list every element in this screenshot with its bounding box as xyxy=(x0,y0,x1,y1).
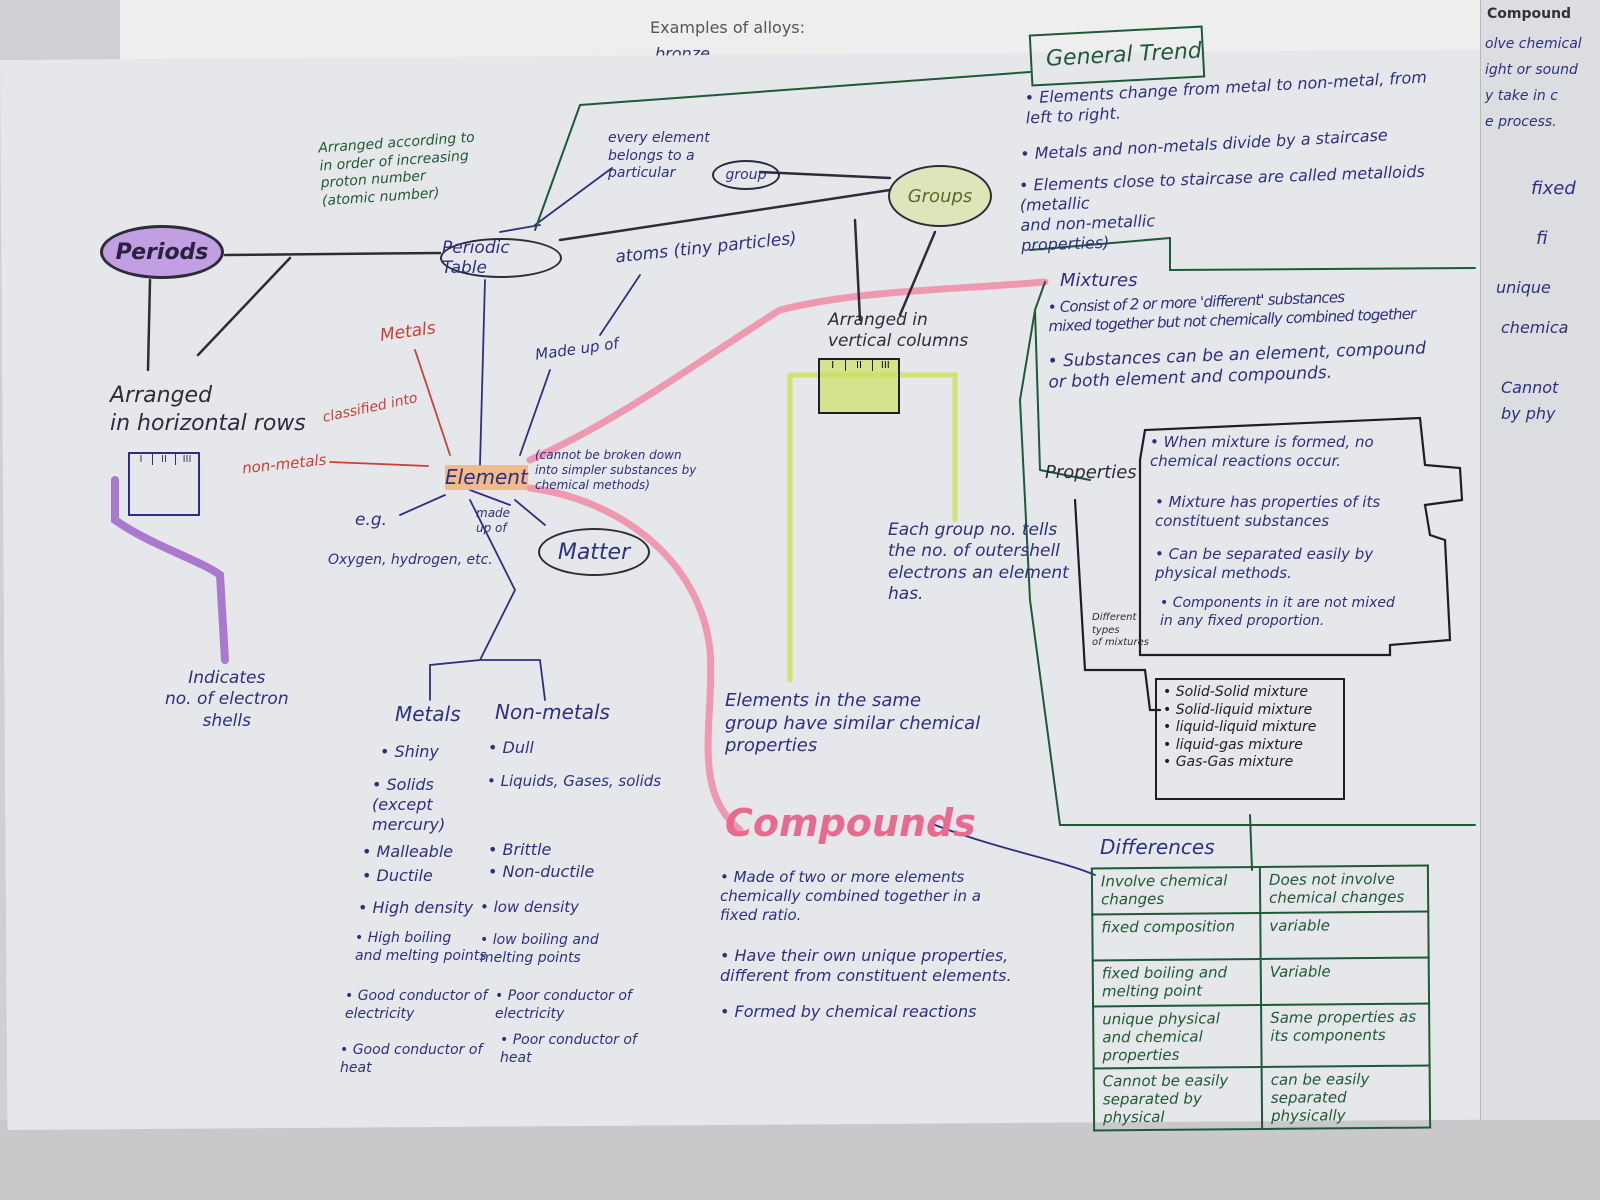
mixture-type: • Gas-Gas mixture xyxy=(1163,754,1294,770)
non-metal-property: • Poor conductor of electricity xyxy=(495,988,632,1022)
metal-property: • High density xyxy=(358,898,474,917)
table-cell: fixed boiling and melting point xyxy=(1092,959,1262,1007)
right-sheet-line: olve chemical xyxy=(1485,36,1582,52)
trend-point: • Elements close to staircase are called… xyxy=(1018,161,1426,255)
node-mixtures[interactable]: Mixtures xyxy=(1060,270,1138,291)
right-sheet-line: y take in c xyxy=(1485,88,1558,104)
compound-point: • Formed by chemical reactions xyxy=(720,1002,977,1021)
label-differences: Differences xyxy=(1100,835,1215,859)
right-sheet-line: unique xyxy=(1496,278,1551,297)
label-different-types: Different types of mixtures xyxy=(1092,612,1149,648)
label-made-up-of-matter: made up of xyxy=(476,506,511,535)
label-properties: Properties xyxy=(1045,462,1137,483)
table-cell: Same properties as its components xyxy=(1261,1003,1430,1067)
metal-property: • High boiling and melting points xyxy=(355,930,487,964)
period-table-sketch: I II III xyxy=(128,452,200,516)
non-metal-property: • Poor conductor of heat xyxy=(500,1032,637,1066)
metal-property: • Malleable xyxy=(362,842,454,861)
right-sheet-line: e process. xyxy=(1485,114,1557,130)
right-sheet-line: fi xyxy=(1536,228,1548,249)
col-header: I xyxy=(130,454,153,465)
non-metal-property: • low boiling and melting points xyxy=(480,932,599,966)
table-cell: can be easily separated physically xyxy=(1261,1065,1431,1129)
mixture-type: • Solid-Solid mixture xyxy=(1163,684,1308,700)
col-header: III xyxy=(880,360,890,371)
label-indicates-shells: Indicates no. of electron shells xyxy=(165,668,289,731)
metal-property: • Ductile xyxy=(362,866,433,885)
property-point: • When mixture is formed, no chemical re… xyxy=(1150,433,1374,470)
mixture-type: • liquid-liquid mixture xyxy=(1163,719,1317,735)
purple-link-rows xyxy=(111,476,229,664)
pink-link-element-compounds xyxy=(526,484,744,834)
alloys-heading: Examples of alloys: xyxy=(650,18,806,37)
non-metal-property: • Non-ductile xyxy=(488,862,595,881)
label-eg: e.g. xyxy=(355,510,388,530)
node-general-trend: General Trend xyxy=(1045,38,1203,72)
node-matter[interactable]: Matter xyxy=(538,528,650,576)
non-metals-title: Non-metals xyxy=(495,700,610,724)
property-point: • Components in it are not mixed in any … xyxy=(1160,595,1395,629)
table-cell: Variable xyxy=(1260,957,1430,1005)
compound-point: • Have their own unique properties, diff… xyxy=(720,946,1012,985)
mixture-type: • Solid-liquid mixture xyxy=(1163,701,1313,718)
right-sheet-line: by phy xyxy=(1501,404,1556,423)
right-sheet-line: fixed xyxy=(1531,178,1576,199)
table-cell: fixed composition xyxy=(1092,913,1261,961)
background-sheet-right: Compound olve chemical ight or sound y t… xyxy=(1480,0,1600,1120)
table-cell: Cannot be easily separated by physical xyxy=(1093,1066,1263,1131)
metal-property: • Shiny xyxy=(380,742,439,761)
col-header: III xyxy=(182,454,192,465)
mixture-types-box: • Solid-Solid mixture • Solid-liquid mix… xyxy=(1155,678,1345,800)
node-periods[interactable]: Periods xyxy=(100,225,224,279)
label-arranged-columns: Arranged in vertical columns xyxy=(828,310,969,352)
label-every-element: every element belongs to a particular xyxy=(608,130,710,181)
property-point: • Can be separated easily by physical me… xyxy=(1155,545,1374,582)
node-groups[interactable]: Groups xyxy=(888,165,992,227)
right-sheet-line: chemica xyxy=(1501,318,1569,337)
right-sheet-header: Compound xyxy=(1487,6,1572,22)
non-metal-property: • Liquids, Gases, solids xyxy=(487,772,662,790)
table-cell: variable xyxy=(1260,911,1429,960)
mixture-type: • liquid-gas mixture xyxy=(1163,736,1303,753)
label-arranged-order: Arranged according to in order of increa… xyxy=(317,129,476,209)
node-general-trend-box[interactable]: General Trend xyxy=(1028,25,1206,87)
node-compounds[interactable]: Compounds xyxy=(725,801,976,845)
metals-title: Metals xyxy=(395,702,461,726)
label-same-group: Elements in the same group have similar … xyxy=(725,690,981,756)
pink-link-element-mixtures xyxy=(526,278,1049,464)
table-cell: unique physical and chemical properties xyxy=(1093,1004,1262,1069)
label-element-definition: (cannot be broken down into simpler subs… xyxy=(535,448,697,492)
col-header: I xyxy=(820,360,847,371)
property-point: • Mixture has properties of its constitu… xyxy=(1155,493,1381,530)
node-periodic-table[interactable]: Periodic Table xyxy=(440,238,562,278)
group-table-sketch: I II III xyxy=(818,358,900,414)
right-sheet-line: Cannot xyxy=(1501,378,1559,397)
non-metal-property: • low density xyxy=(480,898,579,916)
desk-surface xyxy=(0,1120,1600,1200)
label-group-number: Each group no. tells the no. of outershe… xyxy=(888,520,1069,604)
node-element[interactable]: Element xyxy=(445,465,528,490)
non-metal-property: • Brittle xyxy=(488,840,552,859)
col-header: II xyxy=(153,454,176,465)
label-arranged-rows: Arranged in horizontal rows xyxy=(110,383,306,436)
table-cell: Does not involve chemical changes xyxy=(1259,865,1429,914)
col-header: II xyxy=(846,360,873,371)
table-cell: Involve chemical changes xyxy=(1091,867,1261,915)
metal-property: • Good conductor of heat xyxy=(340,1042,483,1076)
label-examples: Oxygen, hydrogen, etc. xyxy=(328,552,493,568)
non-metal-property: • Dull xyxy=(488,738,534,757)
metal-property: • Solids (except mercury) xyxy=(372,775,446,834)
compound-point: • Made of two or more elements chemicall… xyxy=(720,868,981,924)
node-group[interactable]: group xyxy=(712,160,780,190)
metal-property: • Good conductor of electricity xyxy=(345,988,488,1022)
right-sheet-line: ight or sound xyxy=(1485,62,1578,78)
